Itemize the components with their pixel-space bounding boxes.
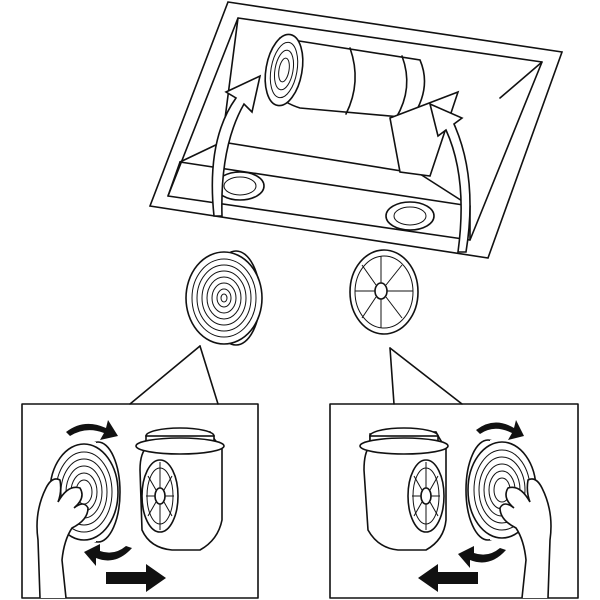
rotate-arrow-icon	[84, 544, 132, 566]
push-arrow-icon	[106, 564, 166, 592]
range-hood	[148, 1, 564, 259]
filter-spoke-cover	[349, 249, 419, 335]
charcoal-filter	[185, 250, 263, 346]
curved-up-arrow-icon	[428, 102, 471, 253]
right-detail-panel	[329, 403, 579, 599]
blower-motor	[135, 427, 225, 551]
hood-filter-opening-left	[215, 171, 265, 201]
hood-filter-opening-right	[385, 201, 435, 231]
push-arrow-icon	[418, 564, 478, 592]
curved-up-arrow-icon	[211, 74, 262, 217]
blower-motor	[359, 427, 449, 551]
hood-motor-housing	[264, 33, 426, 119]
hand-icon	[499, 478, 552, 599]
rotate-arrow-icon	[458, 546, 506, 568]
rotate-arrow-icon	[66, 420, 118, 440]
hand-icon	[36, 478, 89, 599]
rotate-arrow-icon	[476, 420, 524, 440]
left-detail-panel	[21, 403, 259, 599]
